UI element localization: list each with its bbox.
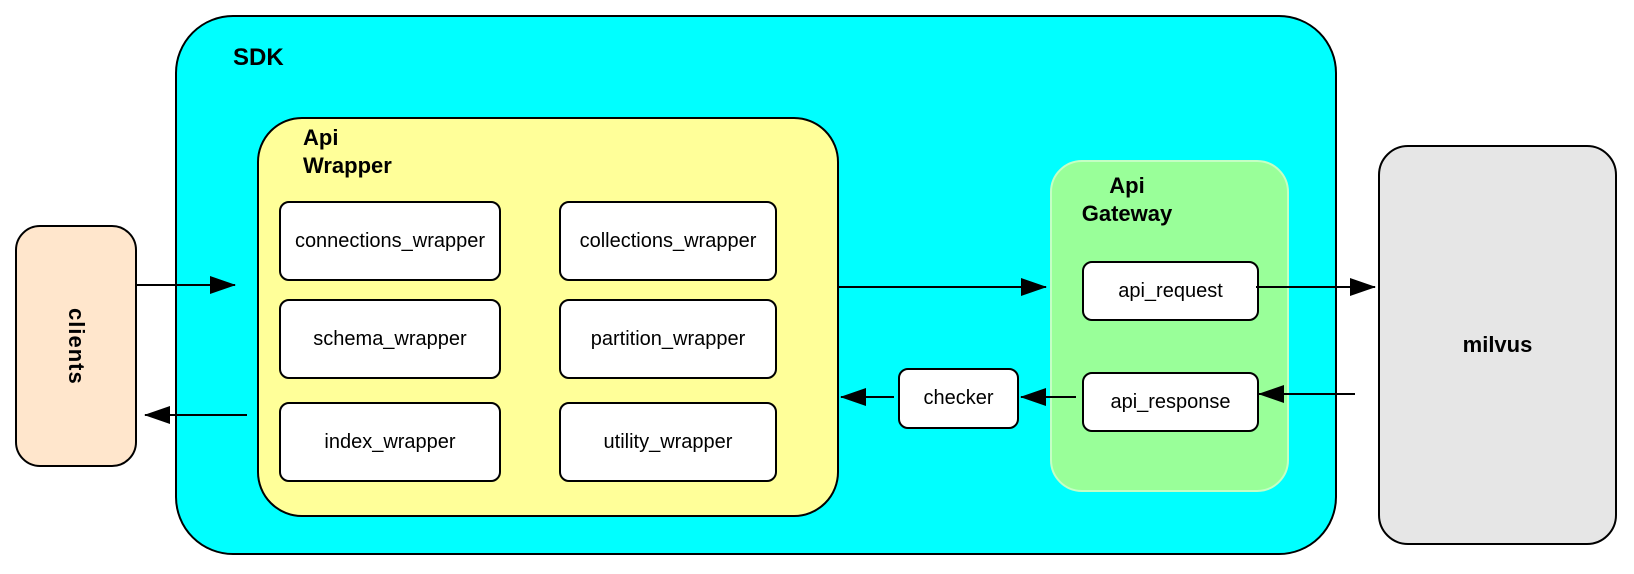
checker-node: checker [898,368,1019,429]
api-wrapper-label: Api Wrapper [303,125,392,178]
milvus-label: milvus [1462,332,1533,357]
api-wrapper-container: Api Wrapper connections_wrapper collecti… [257,117,839,517]
milvus-node: milvus [1378,145,1617,545]
utility-wrapper-box: utility_wrapper [559,402,777,482]
schema-wrapper-box: schema_wrapper [279,299,501,379]
api-gateway-label: Api Gateway [1081,173,1173,226]
sdk-container: SDK Api Wrapper connections_wrapper coll… [175,15,1337,555]
api-request-box: api_request [1082,261,1259,321]
api-response-box: api_response [1082,372,1259,432]
api-gateway-container: Api Gateway api_request api_response [1050,160,1289,492]
partition-wrapper-box: partition_wrapper [559,299,777,379]
clients-node: clients [15,225,137,467]
sdk-label: SDK [233,44,284,71]
index-wrapper-box: index_wrapper [279,402,501,482]
collections-wrapper-box: collections_wrapper [559,201,777,281]
connections-wrapper-box: connections_wrapper [279,201,501,281]
clients-label: clients [64,307,89,385]
